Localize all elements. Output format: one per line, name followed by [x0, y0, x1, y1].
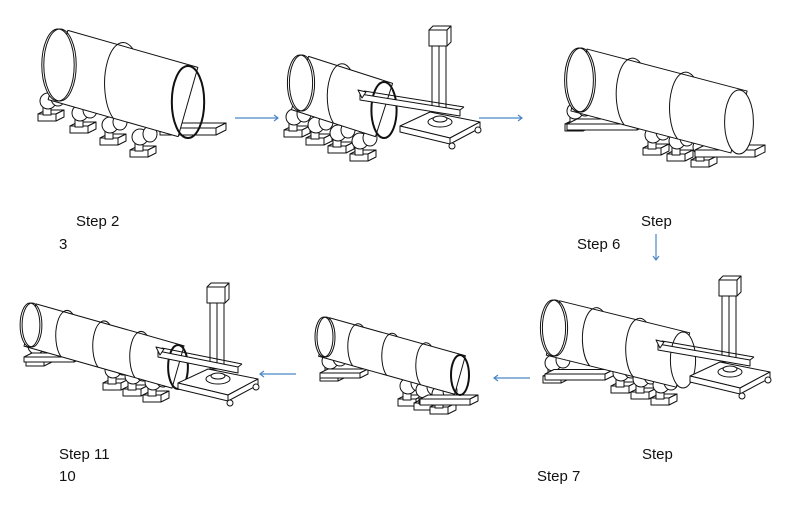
step-panel-6: [18, 282, 260, 415]
pipe: [314, 316, 470, 396]
pipe: [19, 302, 189, 390]
pipe-end: [370, 81, 398, 139]
pipe-end: [724, 89, 754, 155]
pipe-four-sections-illustration: [314, 316, 479, 415]
step-label: Step 7: [537, 468, 581, 485]
weld-seam: [381, 332, 398, 376]
step-panel-5: [310, 315, 490, 415]
step-number-label: 3: [59, 236, 68, 253]
column-boom-welder: [155, 282, 260, 407]
weld-seam: [415, 342, 432, 386]
step-panel-2: [280, 25, 510, 168]
step-label: Step 11: [59, 446, 110, 463]
step-label: Step 2: [76, 213, 120, 230]
pipe-with-welder-illustration: [283, 25, 482, 162]
step-panel-3: [555, 40, 775, 170]
pipe: [41, 28, 206, 139]
column-boom-welder: [655, 275, 772, 400]
step-label: Step: [642, 446, 673, 463]
weld-seam: [326, 63, 351, 124]
weld-seam: [581, 307, 604, 367]
arrow-5-to-6: [258, 369, 298, 379]
pipe: [564, 47, 754, 155]
weld-torch: [655, 339, 665, 349]
step-label: Step: [641, 213, 672, 230]
weld-seam: [129, 331, 148, 378]
boom-arm: [359, 93, 461, 117]
arrow-3-to-4: [651, 233, 661, 263]
weld-seam: [669, 71, 695, 140]
boom-arm: [157, 350, 239, 374]
weld-seam: [615, 57, 641, 126]
pipe-end: [170, 65, 206, 139]
weld-torch: [357, 89, 367, 99]
arrow-1-to-2: [234, 113, 280, 123]
wheel: [448, 142, 456, 150]
support-block: [319, 368, 369, 379]
step-panel-1: [30, 20, 230, 160]
pipe-end: [450, 354, 470, 396]
wheel: [226, 399, 234, 407]
pipe: [286, 54, 398, 139]
column-boom-welder: [357, 25, 482, 150]
support-block: [419, 394, 479, 406]
roller-stand: [327, 121, 356, 154]
wheel: [738, 392, 746, 400]
weld-torch: [155, 346, 165, 356]
pipe-three-sections-illustration: [564, 47, 766, 168]
roller-stand: [99, 113, 128, 146]
weld-seam: [104, 42, 134, 119]
pipe-on-rollers-illustration: [37, 28, 227, 158]
wheel: [474, 126, 482, 134]
wheel: [764, 376, 772, 384]
roller-stand: [349, 129, 378, 162]
weld-seam: [347, 323, 364, 367]
boom-arm: [657, 343, 751, 367]
support-block: [544, 369, 615, 381]
arrow-4-to-5: [492, 373, 532, 383]
step-label: Step 6: [577, 236, 621, 253]
pipe-with-welder-illustration: [539, 275, 772, 406]
pipe-with-welder-illustration: [19, 282, 260, 407]
step-panel-4: [535, 275, 785, 420]
weld-seam: [625, 317, 647, 377]
weld-seam: [92, 320, 111, 368]
arrow-2-to-3: [478, 113, 524, 123]
roller-stand: [129, 125, 158, 158]
step-number-label: 10: [59, 468, 76, 485]
weld-seam: [55, 310, 74, 357]
wheel: [252, 383, 260, 391]
